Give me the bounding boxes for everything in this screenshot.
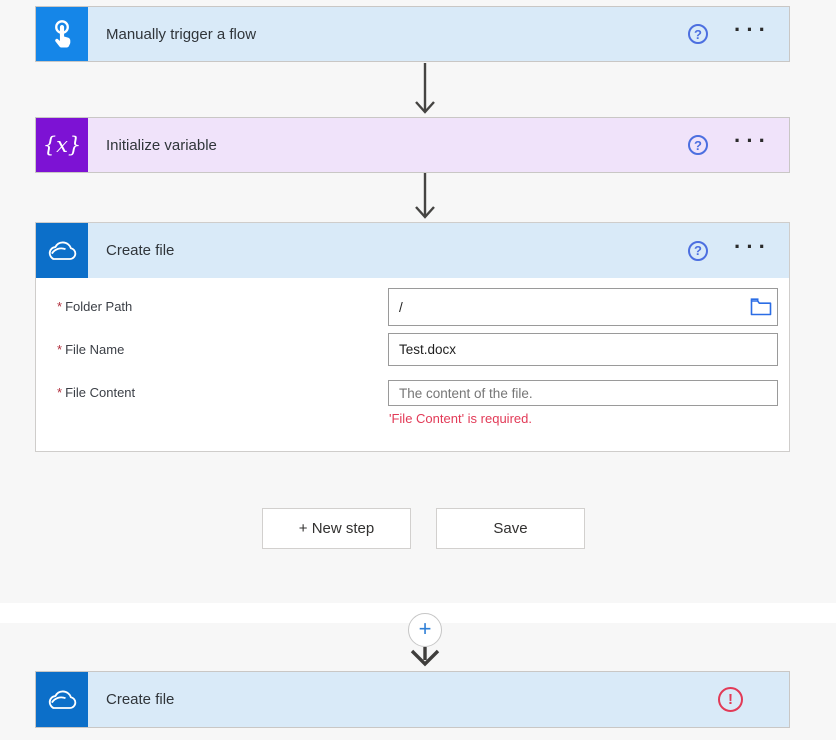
action-card-create-file: Create file ? ··· *Folder Path *File Nam… [35,222,790,452]
ellipsis-menu-icon[interactable]: ··· [734,17,771,42]
step-title: Manually trigger a flow [106,25,257,43]
new-step-button[interactable]: + New step [262,508,411,549]
required-asterisk: * [57,342,63,357]
help-icon[interactable]: ? [688,24,709,44]
file-content-input[interactable] [388,380,778,406]
step-actions: ? ··· [688,118,789,172]
step-actions: ! [718,672,789,727]
onedrive-cloud-icon [48,241,77,260]
folder-path-label: *Folder Path [57,299,133,314]
variable-x-icon: {x} [42,133,82,157]
error-icon[interactable]: ! [718,687,743,712]
insert-arrowhead-icon [410,647,440,667]
connector-arrow-down-icon [415,173,435,219]
file-content-error: 'File Content' is required. [389,411,532,426]
help-icon[interactable]: ? [688,240,709,261]
ellipsis-menu-icon[interactable]: ··· [734,233,771,259]
step-title: Create file [106,242,175,259]
folder-path-input[interactable] [388,288,778,326]
step-card-create-file-error[interactable]: Create file ! [35,671,790,728]
variable-icon: {x} [36,118,88,172]
onedrive-cloud-icon [48,690,77,709]
file-name-label: *File Name [57,342,125,357]
ellipsis-menu-icon[interactable]: ··· [734,128,771,153]
file-name-input[interactable] [388,333,778,366]
insert-step-button[interactable]: + [408,613,442,647]
step-actions: ? ··· [688,223,789,278]
touch-icon [55,20,71,48]
create-file-card-header[interactable]: Create file ? ··· [36,223,789,278]
create-file-card-body: *Folder Path *File Name *File Content 'F… [36,278,789,451]
plus-icon: + [418,616,432,641]
step-actions: ? ··· [688,7,789,61]
connector-arrow-down-icon [415,63,435,114]
file-content-label: *File Content [57,385,136,400]
onedrive-icon [36,672,88,727]
manual-trigger-icon [36,7,88,61]
folder-picker-button[interactable] [748,296,774,318]
step-card-initialize-variable[interactable]: {x} Initialize variable ? ··· [35,117,790,173]
required-asterisk: * [57,385,63,400]
required-asterisk: * [57,299,63,314]
section-divider [0,603,836,623]
help-icon[interactable]: ? [688,135,709,155]
save-button[interactable]: Save [436,508,585,549]
step-title: Initialize variable [106,136,217,154]
step-card-manual-trigger[interactable]: Manually trigger a flow ? ··· [35,6,790,62]
folder-icon [750,298,772,316]
onedrive-icon [36,223,88,278]
step-title: Create file [106,691,175,708]
